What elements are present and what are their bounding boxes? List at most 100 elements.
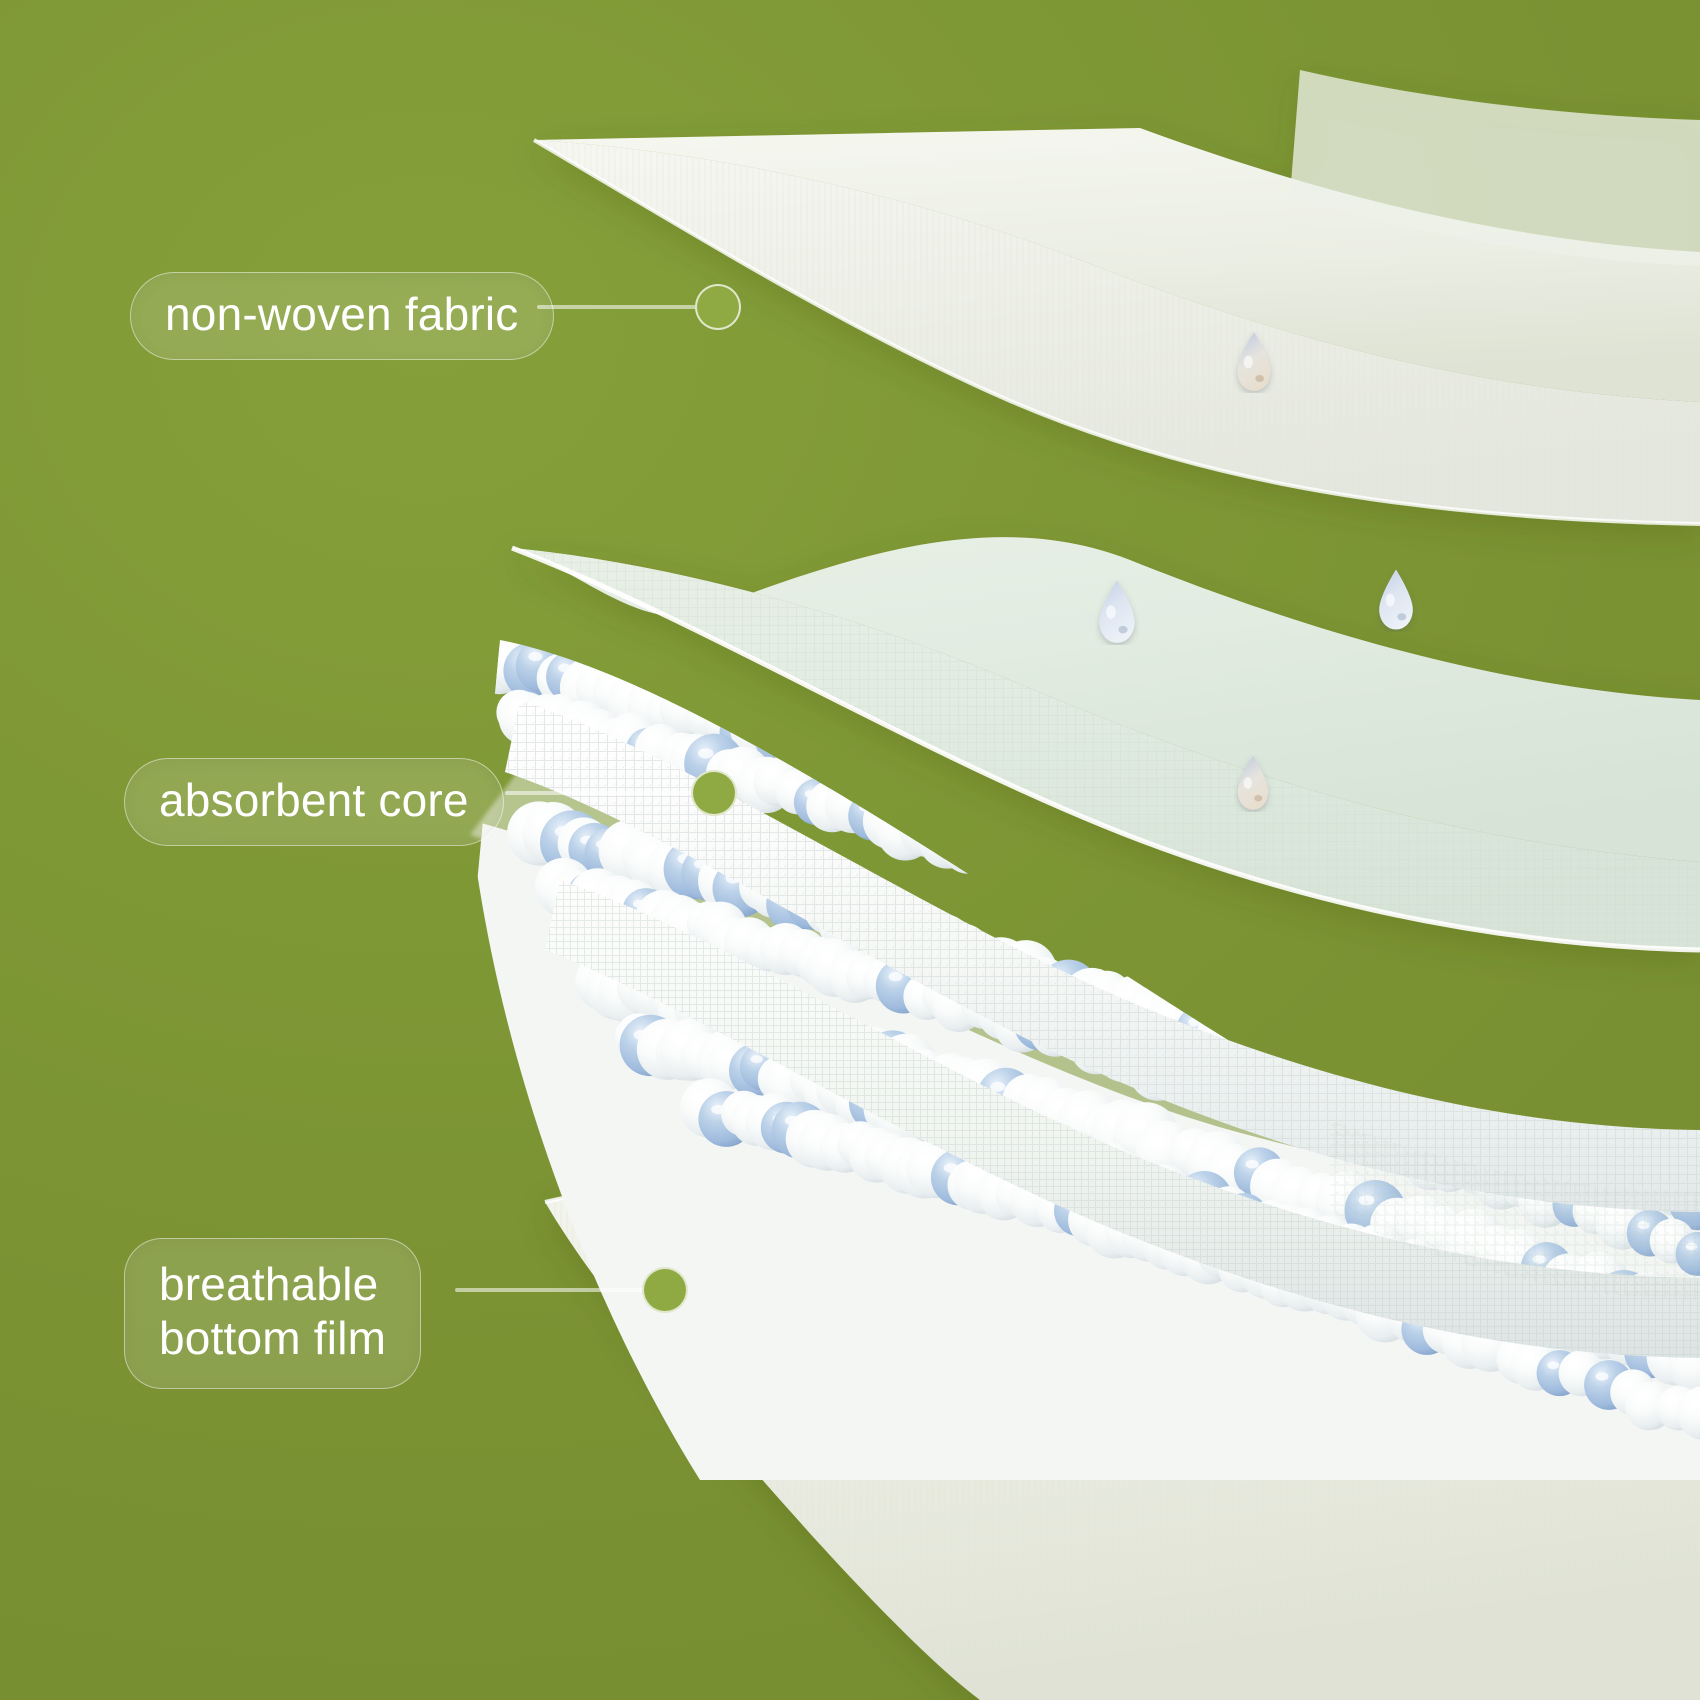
bead-highlight [968, 1169, 984, 1180]
bead-highlight [790, 940, 803, 949]
bead-highlight [1470, 1002, 1486, 1013]
bead-highlight [1069, 824, 1084, 834]
bead-highlight [888, 971, 903, 982]
bead-highlight [1301, 947, 1314, 956]
sap-bead-white [1022, 843, 1083, 903]
bead-highlight [1491, 973, 1504, 982]
sap-bead-white [1562, 986, 1618, 1042]
callout-label-breathable-bottom-film[interactable]: breathable bottom film [124, 1238, 422, 1389]
bead-highlight [1148, 893, 1162, 903]
sap-bead-white [872, 755, 919, 802]
bead-highlight [1217, 1157, 1232, 1168]
bead-highlight [1099, 878, 1115, 889]
bead-highlight [613, 835, 630, 846]
bead-highlight [899, 762, 913, 772]
sap-bead-blue [1136, 881, 1188, 933]
sap-bead-white [1362, 960, 1410, 1008]
bead-highlight [1516, 975, 1531, 985]
bead-highlight [1308, 906, 1323, 916]
bead-highlight [1547, 1361, 1560, 1370]
sap-bead-white [1480, 961, 1529, 1010]
bead-highlight [966, 793, 979, 802]
sap-bead-white [955, 782, 1003, 829]
core-mesh-detail [1330, 1120, 1700, 1300]
bead-highlight [1005, 803, 1020, 812]
sap-bead-white [1085, 863, 1145, 923]
bead-highlight [675, 914, 690, 924]
bead-highlight [1214, 914, 1227, 922]
bead-highlight [1119, 890, 1131, 899]
sap-bead-blue [1541, 1030, 1590, 1080]
bead-highlight [1030, 1090, 1045, 1101]
sap-bead-white [1565, 1035, 1618, 1087]
bead-highlight [1149, 1135, 1165, 1146]
callout-dot-breathable-bottom-film[interactable] [642, 1267, 688, 1313]
callout-label-absorbent-core[interactable]: absorbent core [124, 758, 504, 847]
sap-bead-white [1486, 1008, 1544, 1065]
sap-bead-white [887, 749, 940, 803]
bead-highlight [1257, 1042, 1271, 1051]
bead-highlight [1552, 1042, 1565, 1051]
bead-highlight [1161, 1007, 1175, 1016]
sap-bead-white [1669, 1022, 1700, 1076]
bead-highlight [1425, 996, 1437, 1005]
sap-bead-white [1156, 887, 1211, 942]
callout-dot-non-woven-fabric[interactable] [695, 284, 741, 330]
sap-bead-white [1004, 837, 1051, 883]
sap-bead-white [1219, 915, 1275, 970]
sap-bead-white [1240, 915, 1295, 969]
sap-bead-white [847, 742, 908, 803]
bead-highlight [1146, 850, 1160, 859]
bead-highlight [922, 774, 939, 786]
sap-bead-white [1504, 961, 1559, 1016]
bead-highlight [883, 766, 896, 775]
bead-highlight [1384, 926, 1400, 937]
non-woven-fabric-shape [532, 70, 1700, 526]
sap-bead-white [1271, 925, 1320, 974]
bead-highlight [1575, 999, 1590, 1010]
sap-bead-white [941, 821, 995, 874]
bead-highlight [696, 703, 709, 712]
bead-highlight [735, 929, 749, 939]
bead-highlight [1499, 1021, 1515, 1032]
sap-bead-white [975, 825, 1034, 884]
sap-bead-white [1426, 935, 1475, 985]
bead-highlight [1468, 962, 1481, 971]
bead-highlight [856, 966, 868, 974]
bead-highlight [1056, 867, 1073, 878]
bead-highlight [1015, 848, 1028, 856]
sap-bead-white [1637, 1006, 1699, 1067]
bead-highlight [1631, 1068, 1646, 1078]
bead-highlight [954, 834, 968, 843]
bead-highlight [1601, 1002, 1618, 1013]
callout-leader-line-breathable-bottom-film [455, 1288, 660, 1292]
bead-highlight [1636, 1393, 1649, 1402]
sap-bead-white [833, 733, 882, 783]
sap-bead-white [934, 773, 984, 823]
bead-highlight [1577, 1047, 1592, 1057]
bead-highlight [1253, 928, 1268, 938]
bead-highlight [1283, 1180, 1299, 1190]
sap-bead-white [1108, 879, 1155, 926]
bead-highlight [482, 648, 499, 659]
sap-bead-white [1204, 903, 1249, 948]
bead-highlight [1362, 920, 1377, 929]
callout-non-woven-fabric: non-woven fabric [130, 272, 554, 361]
bead-highlight [1262, 1172, 1278, 1182]
sap-bead-white [804, 725, 862, 783]
bead-highlight [1595, 1372, 1609, 1381]
bead-highlight [672, 693, 688, 704]
bead-highlight [875, 806, 891, 817]
bead-highlight [1078, 867, 1094, 878]
core-woven-bands [505, 700, 1700, 1358]
bead-highlight [1620, 1380, 1633, 1389]
callout-label-non-woven-fabric[interactable]: non-woven fabric [130, 272, 554, 361]
sap-bead-white [908, 759, 971, 822]
bead-highlight [1373, 971, 1386, 980]
sap-bead-white [1414, 985, 1459, 1030]
bead-highlight [1332, 913, 1346, 922]
sap-bead-white [1399, 923, 1451, 975]
sap-bead-white [1588, 987, 1649, 1048]
sap-bead-white [1437, 987, 1489, 1038]
callout-dot-absorbent-core[interactable] [691, 770, 737, 816]
